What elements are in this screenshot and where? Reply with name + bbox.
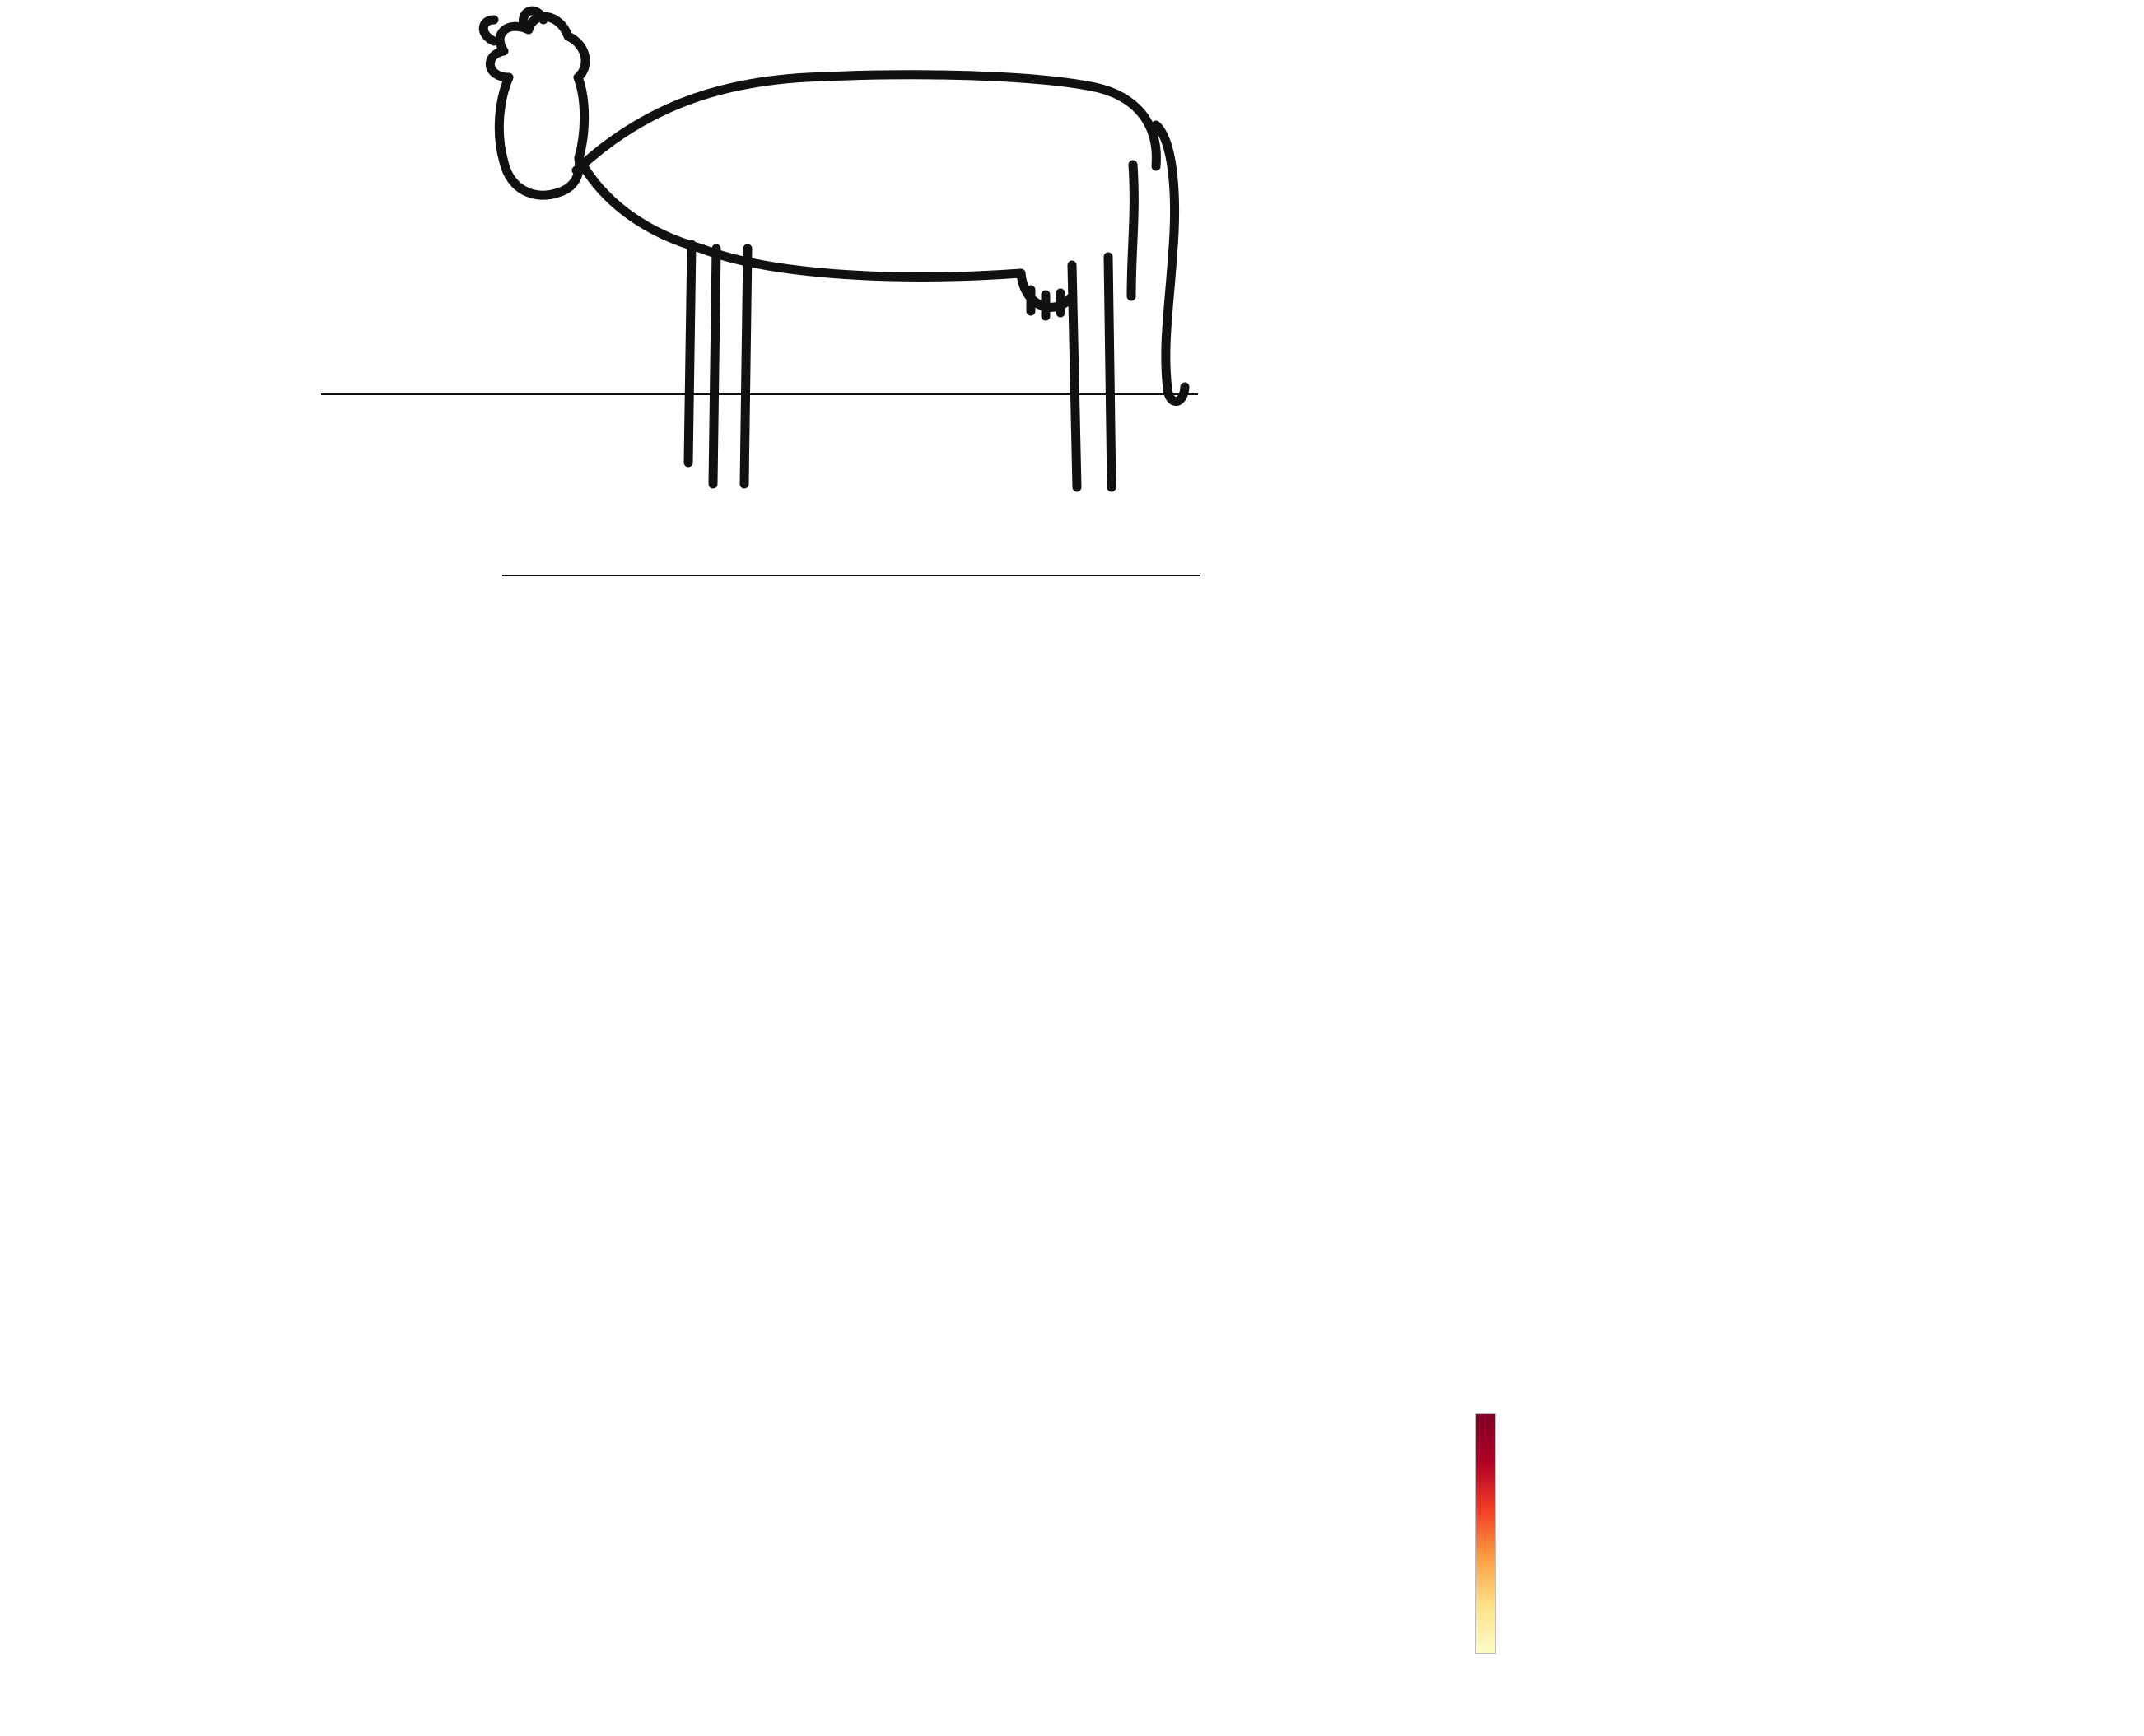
heatmap-colorbar (1475, 1413, 1496, 1654)
pca-plot-panel (1383, 243, 1969, 852)
cow-illustration (478, 6, 1190, 492)
cooccurrence-network-panel (1511, 778, 2144, 1736)
heatmap-panel (509, 1389, 1554, 1736)
tree-scale-line-1 (321, 393, 1198, 395)
kegg-pathway-panel (527, 638, 1527, 1403)
tree-scale-line-2 (502, 575, 1200, 576)
cow-outline (478, 6, 1190, 492)
